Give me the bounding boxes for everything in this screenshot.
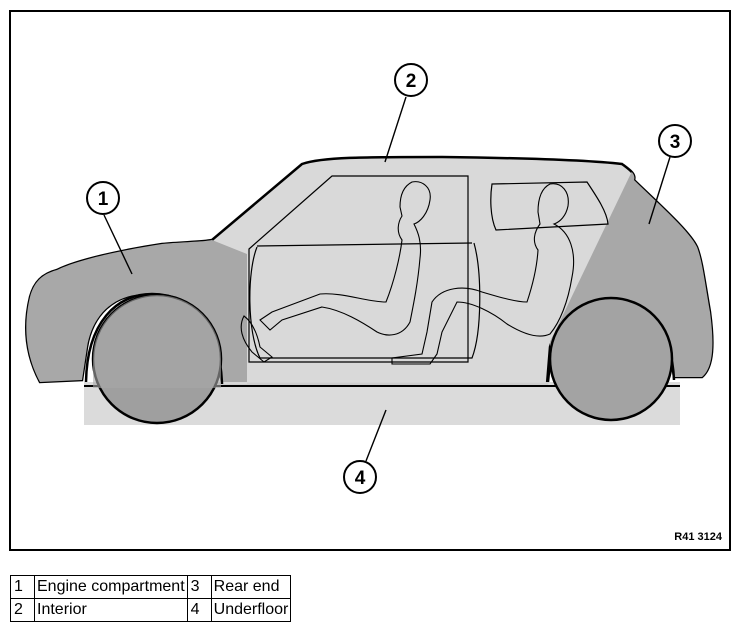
front-wheel bbox=[84, 292, 224, 425]
leader-2 bbox=[384, 96, 407, 163]
legend-number: 2 bbox=[10, 598, 35, 622]
legend-label: Interior bbox=[34, 598, 188, 622]
driver-figure bbox=[240, 181, 431, 363]
legend-label: Rear end bbox=[210, 575, 292, 599]
leader-3 bbox=[648, 156, 671, 225]
callout-1: 1 bbox=[86, 181, 120, 215]
front-door-outline bbox=[249, 242, 481, 359]
callout-1-label: 1 bbox=[98, 189, 109, 210]
rear-wheel bbox=[546, 296, 676, 422]
car-zones-diagram: 1 2 3 4 bbox=[25, 63, 714, 494]
figure-code: R41 3124 bbox=[674, 531, 722, 543]
legend-label: Engine compartment bbox=[34, 575, 188, 599]
callout-3: 3 bbox=[658, 124, 692, 158]
legend-row: 1 Engine compartment 3 Rear end bbox=[10, 575, 292, 599]
callout-4-label: 4 bbox=[355, 468, 366, 489]
leader-4 bbox=[365, 409, 387, 462]
callout-3-label: 3 bbox=[670, 132, 681, 153]
passenger-figure bbox=[391, 183, 575, 365]
callout-2-label: 2 bbox=[406, 71, 417, 92]
legend-label: Underfloor bbox=[210, 598, 292, 622]
interior-zone-outline bbox=[248, 175, 469, 363]
leader-1 bbox=[103, 214, 133, 275]
legend-number: 4 bbox=[186, 598, 212, 622]
callout-4: 4 bbox=[343, 460, 377, 494]
figure-frame: 1 2 3 4 R41 3124 bbox=[9, 10, 731, 551]
legend-row: 2 Interior 4 Underfloor bbox=[10, 598, 292, 622]
legend-number: 1 bbox=[10, 575, 35, 599]
belt-line bbox=[256, 242, 473, 247]
legend-table: 1 Engine compartment 3 Rear end 2 Interi… bbox=[10, 575, 292, 622]
underfloor-zone bbox=[84, 382, 680, 425]
callout-2: 2 bbox=[394, 63, 428, 97]
rear-side-window bbox=[490, 181, 609, 231]
legend-number: 3 bbox=[186, 575, 212, 599]
